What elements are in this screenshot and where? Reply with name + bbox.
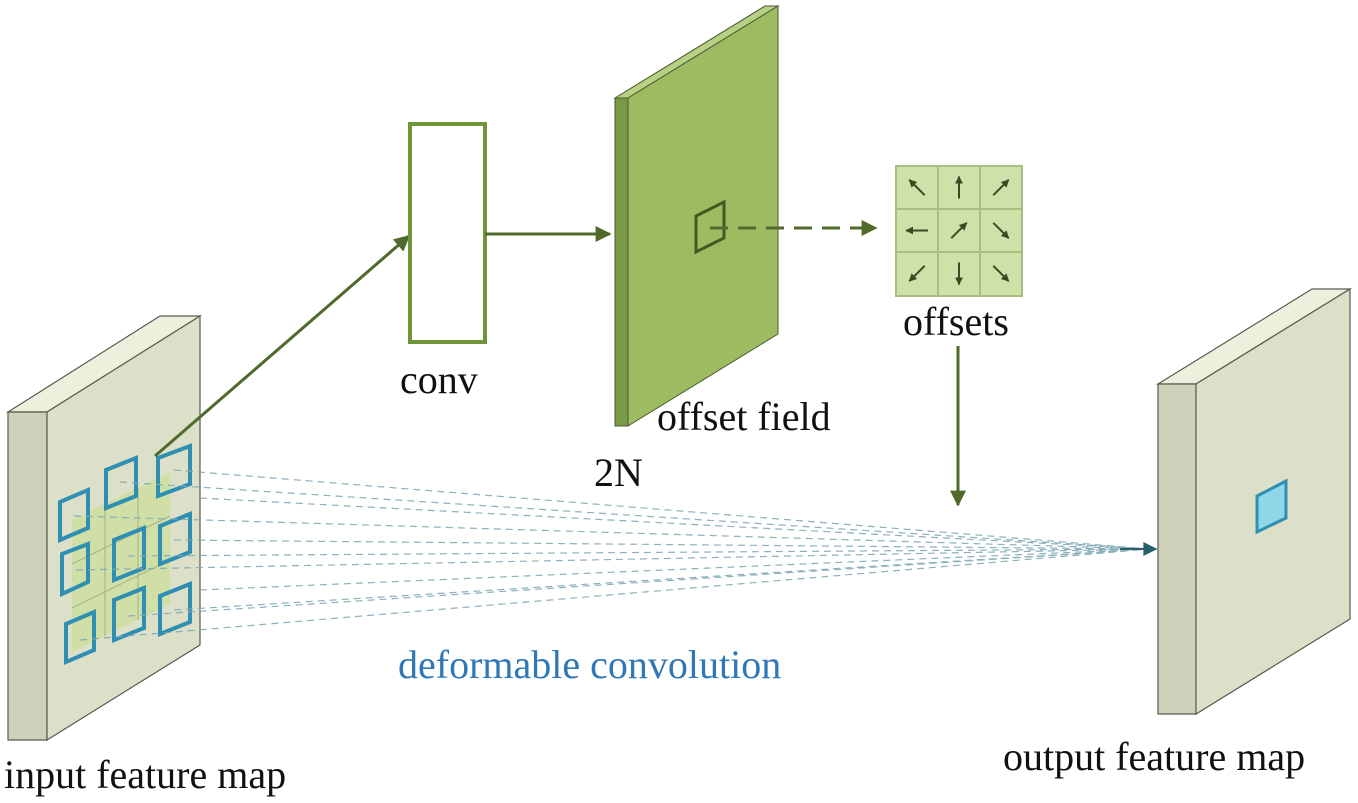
offsets-grid	[895, 165, 1023, 297]
offset-arrow-down-left-icon	[908, 265, 926, 282]
input-feature-map	[5, 314, 203, 742]
conv-layer-box	[408, 122, 487, 344]
output-feature-map	[1155, 287, 1353, 716]
input-to-conv-arrow	[154, 234, 411, 458]
conv-label: conv	[400, 357, 478, 402]
channels-label: 2N	[594, 450, 643, 495]
offset-field-label: offset field	[657, 394, 831, 439]
offset-arrow-down-right-icon	[992, 265, 1010, 282]
deformed-sampling-boxes	[58, 443, 192, 666]
offset-arrow-up-right-icon	[992, 179, 1010, 196]
output-cell	[1255, 478, 1288, 535]
sampling-lines	[73, 469, 1151, 641]
offset-arrow-up-left-icon	[908, 179, 926, 196]
offset-arrow-down-right-icon	[992, 222, 1010, 239]
offset-field-window	[694, 199, 726, 255]
offsets-label: offsets	[903, 299, 1009, 344]
output-feature-map-label: output feature map	[1003, 734, 1305, 779]
input-feature-map-label: input feature map	[4, 752, 286, 797]
offset-field	[613, 5, 780, 427]
offset-arrow-up-right-icon	[950, 222, 968, 239]
deformable-convolution-label: deformable convolution	[398, 642, 781, 687]
